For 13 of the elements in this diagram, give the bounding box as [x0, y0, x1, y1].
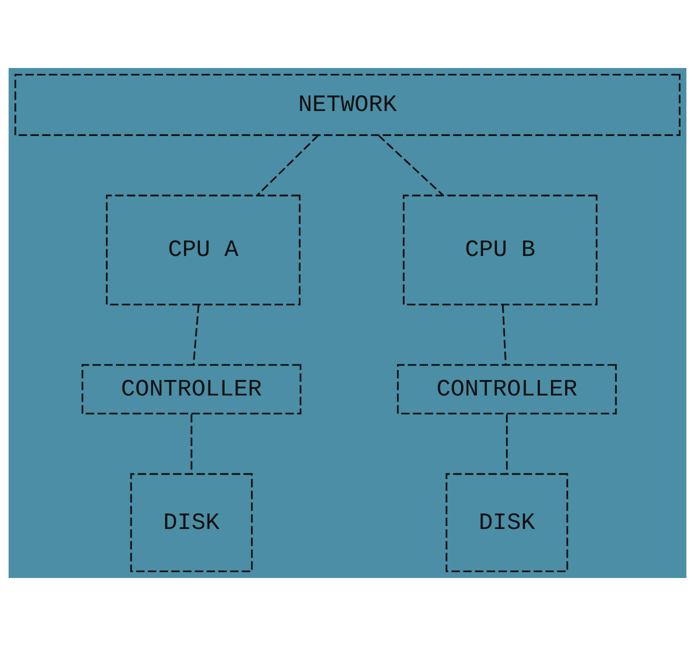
node-box: NETWORK [14, 73, 680, 136]
connector [506, 414, 508, 474]
node-box: CONTROLLER [82, 364, 302, 414]
node-box: CPU B [402, 194, 598, 305]
node-box: CONTROLLER [397, 364, 617, 414]
node-box: CPU A [106, 194, 301, 305]
node-box: DISK [446, 472, 568, 572]
connector [378, 134, 444, 196]
connector [502, 304, 507, 364]
connector [256, 134, 319, 196]
node-box: DISK [130, 472, 253, 572]
connector [192, 304, 200, 364]
connector [190, 414, 192, 474]
